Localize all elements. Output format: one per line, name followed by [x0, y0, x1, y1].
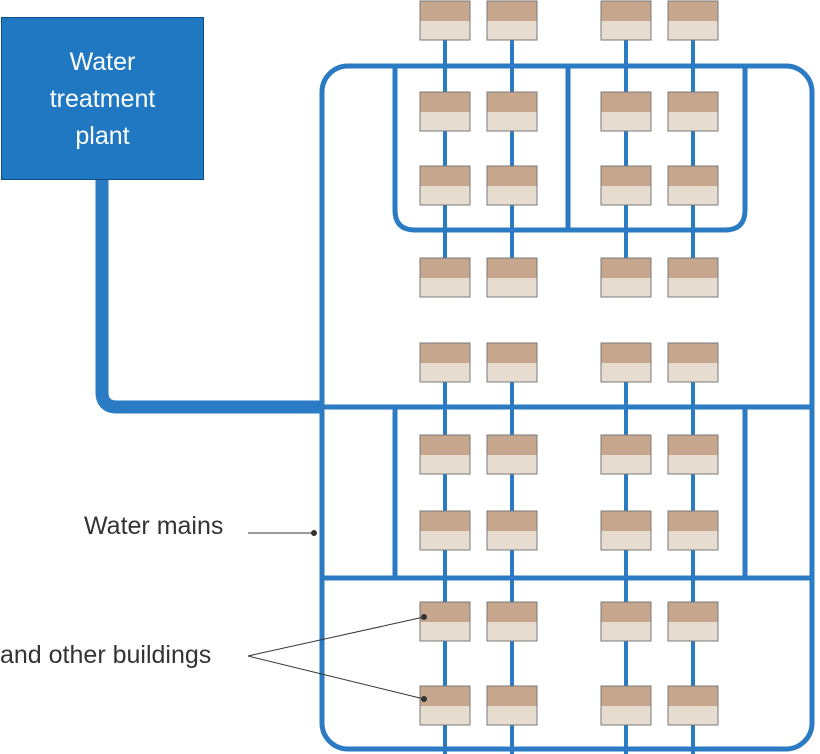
house-outline	[419, 601, 471, 642]
house-roof	[420, 166, 470, 186]
house-roof	[487, 343, 537, 363]
house-outline	[486, 257, 538, 298]
house-roof	[487, 435, 537, 455]
house-roof	[487, 166, 537, 186]
house-outline	[600, 91, 652, 132]
plant-label-line-2: treatment	[49, 85, 156, 113]
house-roof	[601, 343, 651, 363]
water-treatment-plant: Water treatment plant	[1, 17, 204, 180]
mains-leader-dot	[311, 530, 317, 536]
house-roof	[601, 511, 651, 531]
house-roof	[668, 166, 718, 186]
buildings-leader-line-2	[247, 655, 425, 700]
house-outline	[667, 0, 719, 41]
house-outline	[419, 685, 471, 726]
house-outline	[667, 601, 719, 642]
house-roof	[668, 258, 718, 278]
house-roof	[420, 435, 470, 455]
house-outline	[600, 165, 652, 206]
house-outline	[667, 91, 719, 132]
house-outline	[486, 434, 538, 475]
house-outline	[667, 434, 719, 475]
house-outline	[600, 434, 652, 475]
house-roof	[487, 511, 537, 531]
house-roof	[601, 686, 651, 706]
house-outline	[486, 685, 538, 726]
house-outline	[419, 510, 471, 551]
house-outline	[486, 510, 538, 551]
buildings-label: and other buildings	[0, 641, 212, 669]
house-outline	[419, 434, 471, 475]
house-roof	[668, 92, 718, 112]
house-roof	[668, 435, 718, 455]
house-outline	[486, 342, 538, 383]
house-roof	[487, 1, 537, 21]
house-outline	[600, 0, 652, 41]
house-outline	[667, 257, 719, 298]
house-roof	[487, 258, 537, 278]
house-roof	[601, 92, 651, 112]
house-outline	[486, 91, 538, 132]
house-roof	[420, 1, 470, 21]
buildings-leader-line-1	[247, 616, 425, 657]
house-outline	[419, 91, 471, 132]
house-roof	[668, 686, 718, 706]
house-outline	[419, 165, 471, 206]
house-outline	[600, 510, 652, 551]
house-outline	[667, 165, 719, 206]
feed-main-pipe	[95, 180, 322, 414]
house-outline	[419, 342, 471, 383]
buildings-leader-dot-1	[421, 614, 427, 620]
house-outline	[600, 342, 652, 383]
house-roof	[601, 435, 651, 455]
house-roof	[420, 511, 470, 531]
house-roof	[420, 343, 470, 363]
house-roof	[420, 602, 470, 622]
house-outline	[486, 165, 538, 206]
house-roof	[487, 602, 537, 622]
house-outline	[486, 601, 538, 642]
buildings-leader-dot-2	[421, 696, 427, 702]
house-outline	[667, 342, 719, 383]
house-outline	[486, 0, 538, 41]
house-roof	[668, 602, 718, 622]
plant-label-line-3: plant	[75, 122, 130, 150]
water-mains-label: Water mains	[84, 512, 224, 540]
house-outline	[419, 0, 471, 41]
house-roof	[487, 686, 537, 706]
house-roof	[487, 92, 537, 112]
house-roof	[601, 1, 651, 21]
house-roof	[668, 1, 718, 21]
house-outline	[600, 257, 652, 298]
house-outline	[600, 601, 652, 642]
house-outline	[419, 257, 471, 298]
plant-label-line-1: Water	[69, 48, 136, 76]
house-roof	[601, 258, 651, 278]
house-outline	[600, 685, 652, 726]
house-roof	[668, 343, 718, 363]
house-outline	[667, 510, 719, 551]
house-roof	[420, 686, 470, 706]
house-outline	[667, 685, 719, 726]
house-roof	[420, 258, 470, 278]
house-roof	[601, 602, 651, 622]
house-roof	[420, 92, 470, 112]
house-roof	[668, 511, 718, 531]
house-roof	[601, 166, 651, 186]
